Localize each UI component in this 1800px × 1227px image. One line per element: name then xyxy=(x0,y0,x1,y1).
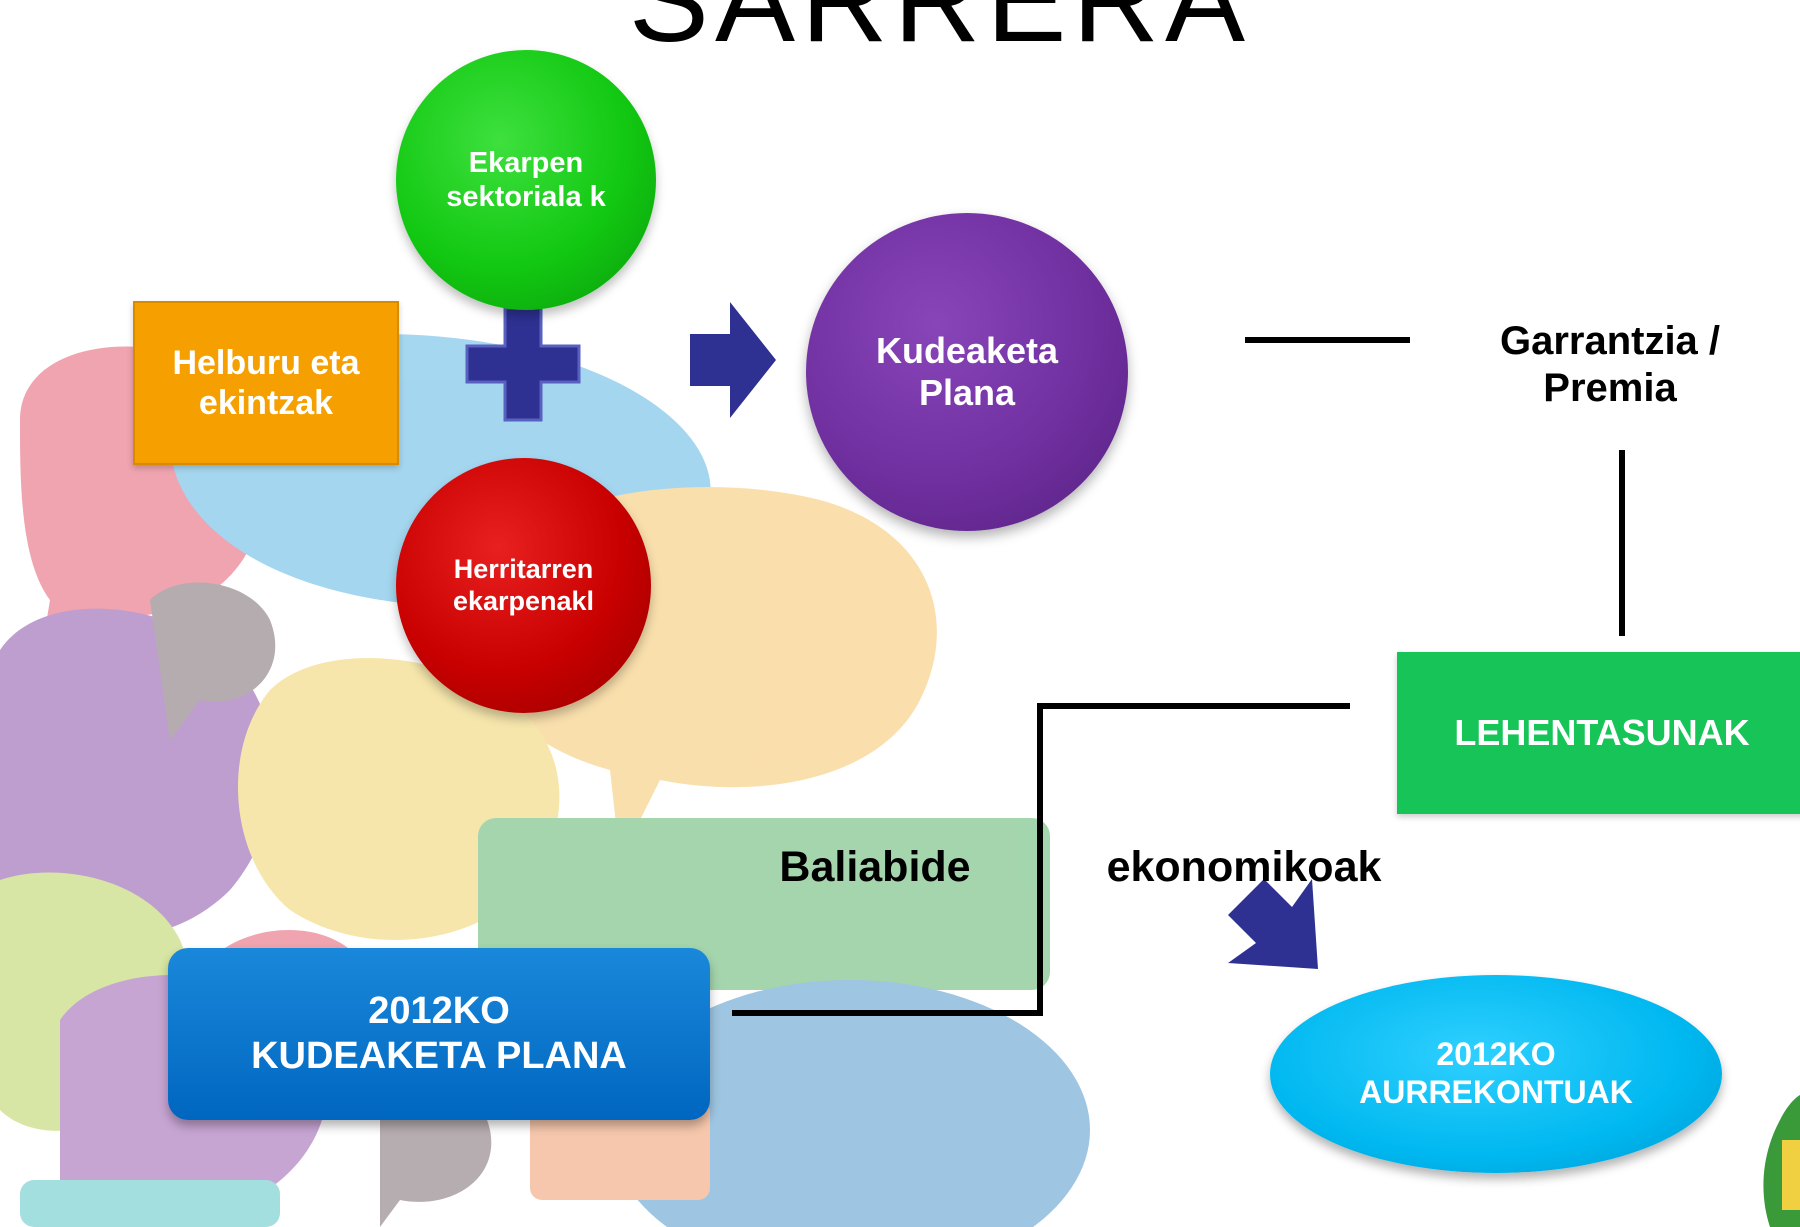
arrow-down-right-icon xyxy=(1228,879,1318,969)
ekonomikoak-label: ekonomikoak xyxy=(1106,842,1382,891)
node-year: 2012KO xyxy=(1436,1036,1556,1073)
page-title: SARRERA xyxy=(628,0,1252,67)
arrow-right-icon xyxy=(690,302,776,418)
kudeaketa-plana-2012-box: 2012KO KUDEAKETA PLANA xyxy=(168,948,710,1120)
node-label: Ekarpen sektoriala k xyxy=(446,146,606,213)
logo-icon xyxy=(1763,1095,1800,1227)
baliabide-label: Baliabide xyxy=(779,842,971,891)
node-label: Garrantzia / Premia xyxy=(1499,318,1721,410)
box-label: KUDEAKETA PLANA xyxy=(251,1035,627,1077)
node-label: Herritarren ekarpenakl xyxy=(452,553,595,616)
node-label: Kudeaketa Plana xyxy=(875,329,1059,413)
ekarpen-sektorialak-node: Ekarpen sektoriala k xyxy=(396,50,656,310)
connector-lines xyxy=(732,337,1625,1016)
garrantzia-premia-label: Garrantzia / Premia xyxy=(1455,305,1765,425)
helburu-eta-ekintzak-box: Helburu eta ekintzak xyxy=(133,301,399,465)
plus-icon xyxy=(465,306,581,422)
node-label: AURREKONTUAK xyxy=(1359,1074,1633,1110)
lehentasunak-box: LEHENTASUNAK xyxy=(1397,652,1800,814)
herritarren-ekarpenak-node: Herritarren ekarpenakl xyxy=(396,458,651,713)
node-label: LEHENTASUNAK xyxy=(1454,711,1750,753)
node-label: Helburu eta ekintzak xyxy=(172,343,360,422)
aurrekontuak-2012-node: 2012KO AURREKONTUAK xyxy=(1270,975,1722,1173)
box-year: 2012KO xyxy=(368,990,510,1033)
kudeaketa-plana-node: Kudeaketa Plana xyxy=(806,213,1128,531)
